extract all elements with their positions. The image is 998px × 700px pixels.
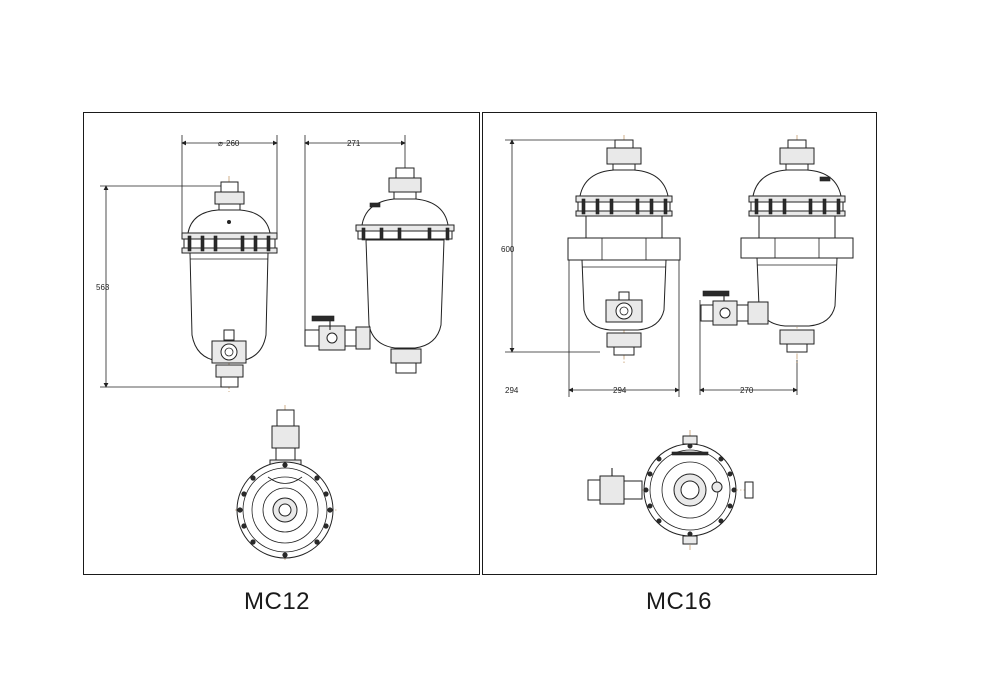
mc16-side-offset-label: 270 bbox=[740, 386, 754, 395]
mc12-diameter-label: 260 bbox=[226, 139, 240, 148]
mc12-side-offset-label: 271 bbox=[347, 139, 361, 148]
model-label-mc16: MC16 bbox=[646, 588, 713, 615]
mc16-front-view: 600 294 294 bbox=[501, 135, 681, 397]
mc16-width-left-label: 294 bbox=[505, 386, 519, 395]
mc16-top-view bbox=[587, 430, 754, 550]
mc16-width-label: 294 bbox=[613, 386, 627, 395]
mc16-height-label: 600 bbox=[501, 245, 515, 254]
model-label-mc12: MC12 bbox=[244, 588, 311, 615]
mc12-panel bbox=[83, 112, 480, 575]
mc16-side-view: 270 bbox=[699, 135, 854, 395]
mc12-diameter-prefix: ⌀ bbox=[218, 139, 223, 148]
mc12-top-view bbox=[235, 405, 338, 560]
mc12-height-label: 563 bbox=[96, 283, 110, 292]
mc12-side-view: 271 600 bbox=[304, 135, 455, 375]
mc12-front-view: ⌀ 260 563 bbox=[96, 135, 278, 392]
mc16-panel bbox=[482, 112, 877, 575]
